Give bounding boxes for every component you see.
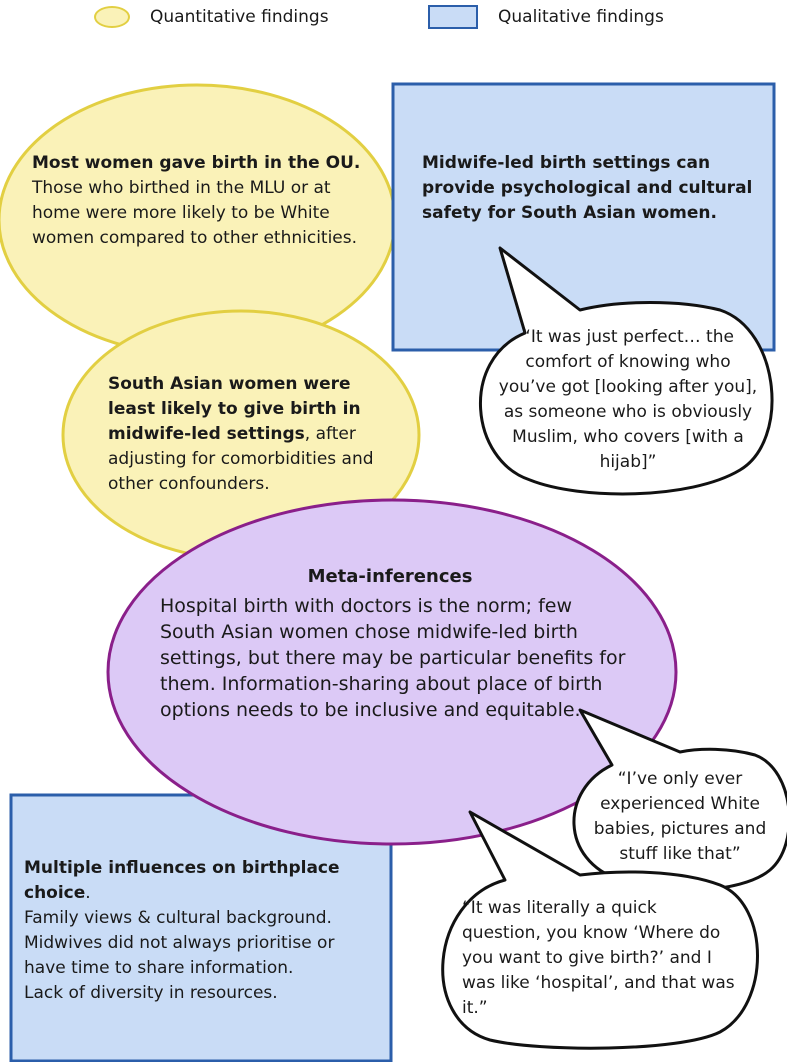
- legend-qualitative: Qualitative findings: [428, 0, 664, 34]
- quote-bubble-1: [479, 246, 774, 496]
- legend-qualitative-label: Qualitative findings: [498, 7, 664, 27]
- qual-bottom-line-3: Lack of diversity in resources.: [24, 983, 278, 1003]
- qual-bottom-line-2: Midwives did not always prioritise or ha…: [24, 933, 335, 978]
- quote-bubble-2: [572, 708, 787, 892]
- quant-top-rest: Those who birthed in the MLU or at home …: [32, 178, 358, 248]
- legend-quantitative: Quantitative findings: [94, 0, 329, 34]
- qual-top-bold: Midwife-led birth settings can provide p…: [422, 153, 753, 223]
- quant-mid-text: South Asian women were least likely to g…: [108, 372, 400, 497]
- quote-bubble-3: [441, 810, 759, 1050]
- meta-ellipse: [106, 498, 678, 846]
- quote-3-text: “It was literally a quick question, you …: [462, 898, 735, 1018]
- quote-1-text: “It was just perfect… the comfort of kno…: [498, 327, 758, 472]
- quant-mid-bold: South Asian women were least likely to g…: [108, 374, 361, 444]
- legend-ellipse-swatch: [94, 6, 130, 28]
- legend-quantitative-label: Quantitative findings: [150, 7, 329, 27]
- qual-bottom-line-1: Family views & cultural background.: [24, 908, 332, 928]
- quant-top-bold: Most women gave birth in the OU.: [32, 153, 361, 173]
- qual-bottom-text: Multiple influences on birthplace choice…: [24, 856, 379, 1006]
- qual-bottom-bold: Multiple influences on birthplace choice: [24, 858, 340, 903]
- meta-title: Meta-inferences: [307, 566, 473, 587]
- quant-mid-rest: , after adjusting for comorbidities and …: [108, 424, 374, 494]
- meta-body: Hospital birth with doctors is the norm;…: [160, 595, 626, 721]
- qual-bottom-bold-suffix: .: [85, 883, 91, 903]
- qual-top-text: Midwife-led birth settings can provide p…: [422, 151, 757, 226]
- quant-top-text: Most women gave birth in the OU. Those w…: [32, 151, 367, 251]
- legend-rect-swatch: [428, 5, 478, 29]
- quote-2-text: “I’ve only ever experienced White babies…: [593, 769, 767, 864]
